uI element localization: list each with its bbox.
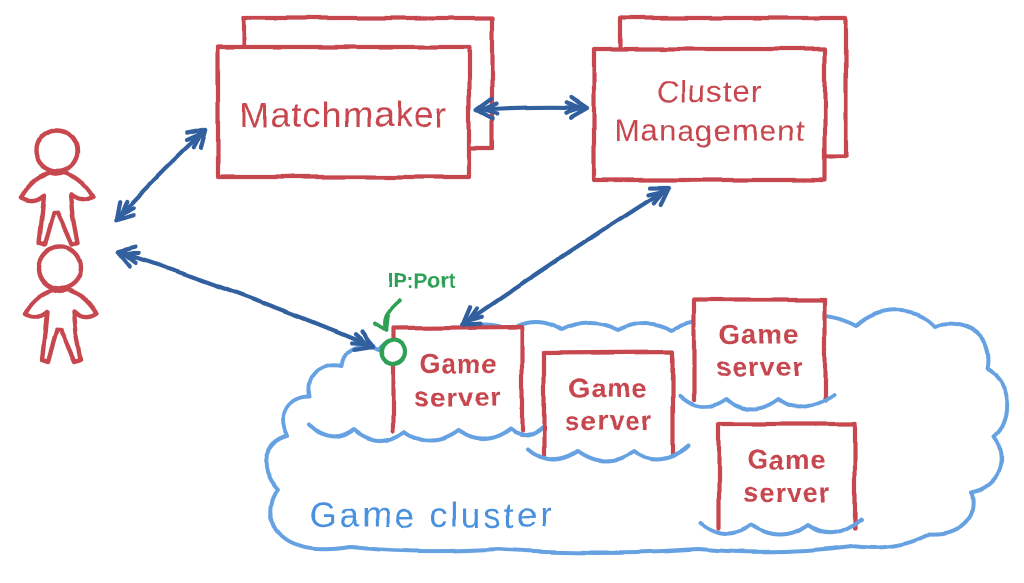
game-server-2-line2: server [564, 406, 653, 436]
cluster-management-label-line1: Cluster [656, 74, 763, 109]
game-server-boxes [308, 297, 863, 537]
ip-port-label: IP:Port [386, 270, 456, 293]
arrow-users-gameserver [115, 245, 376, 352]
cluster-management-label-line2: Management [614, 113, 805, 148]
cluster-management-box-front [591, 46, 828, 183]
game-server-4-line2: server [743, 478, 831, 508]
game-server-1-line1: Game [418, 349, 499, 379]
matchmaker-label: Matchmaker [239, 94, 448, 135]
game-server-4-line1: Game [747, 445, 827, 475]
cluster-management-box [591, 15, 849, 183]
game-server-2-line1: Game [568, 373, 649, 403]
game-server-1-label: Game server [394, 348, 523, 414]
ip-port-arrow [373, 299, 401, 332]
game-server-box-3 [678, 297, 836, 411]
game-server-1-line2: server [414, 382, 503, 412]
cluster-management-label: Cluster Management [594, 72, 825, 150]
cloud-scallop [699, 517, 863, 537]
game-server-3-label: Game server [694, 318, 825, 384]
matchmaker-box [215, 15, 495, 180]
person-icon [22, 130, 93, 245]
game-cluster-label: Game cluster [310, 496, 555, 535]
game-server-box-2 [526, 349, 691, 463]
cloud-scallop [678, 392, 836, 411]
game-server-4-label: Game server [719, 444, 855, 510]
cloud-scallop [308, 420, 549, 443]
port-circle-icon [378, 337, 408, 367]
game-server-box-4 [699, 421, 863, 537]
person-icon [25, 247, 96, 362]
connection-arrows [113, 95, 671, 352]
users-icon [22, 130, 96, 362]
matchmaker-box-front [215, 44, 472, 180]
cloud-scallop [526, 444, 691, 463]
game-server-3-line2: server [715, 352, 804, 382]
game-server-2-label: Game server [544, 372, 673, 438]
game-server-3-line1: Game [719, 319, 800, 349]
game-server-box-1 [308, 324, 549, 443]
arrow-gameserver-cluster-management [460, 185, 671, 327]
arrow-matchmaker-cluster-management [473, 95, 590, 121]
arrow-users-matchmaker [113, 127, 208, 223]
